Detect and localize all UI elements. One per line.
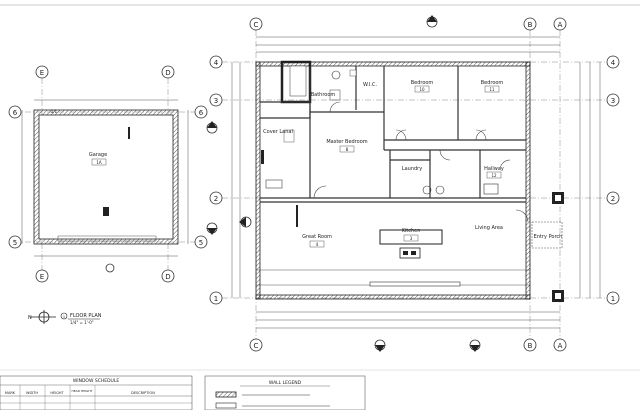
living-area-label: Living Area [475,225,503,231]
garage-number: 1A [96,160,102,165]
wall-legend-swatch-1 [215,391,237,398]
kitchen-label: Kitchen [402,228,421,234]
grid-bubble-B-bottom: B [528,342,533,350]
grid-bubble-D-bottom: D [165,273,170,281]
ws-header-width: WIDTH [26,391,38,395]
grid-bubble-4-left: 4 [214,59,219,67]
kitchen-number: 3 [410,236,413,241]
svg-text:1/1: 1/1 [51,109,58,114]
house-grid-bubbles: C B A C B A 4 3 2 1 4 3 2 1 [209,15,620,352]
grid-bubble-5-left: 5 [13,239,17,247]
grid-bubble-3-left: 3 [214,97,218,105]
garage-name: Garage [89,152,107,158]
laundry-label: Laundry [402,166,422,172]
hallway-label: Hallway [484,166,504,172]
north-label: N [28,315,32,321]
grid-bubble-1-left: 1 [214,295,218,303]
grid-bubble-D-top: D [165,69,170,77]
house-exterior-walls [255,60,531,300]
door-swings [289,65,529,223]
ws-header-description: DESCRIPTION [131,391,155,395]
grid-bubble-1-right: 1 [611,295,615,303]
grid-bubble-C-bottom: C [254,342,259,350]
garage-post [103,207,109,216]
grid-bubble-2-right: 2 [611,195,615,203]
grid-bubble-6-left: 6 [13,109,18,117]
house-interior-walls [260,66,526,227]
entry-porch [531,192,564,302]
great-room-label: Great Room [302,234,332,240]
grid-bubble-4-right: 4 [611,59,616,67]
grid-bubble-5-right: 5 [199,239,203,247]
bedroom-2-label: Bedroom [481,80,504,86]
grid-bubble-2-left: 2 [214,195,218,203]
grid-bubble-A-top: A [558,21,563,29]
bedroom-2-number: 11 [489,87,495,92]
grid-bubble-6-right: 6 [199,109,204,117]
grid-bubble-3-right: 3 [611,97,615,105]
garage-plan: Garage 1A 1/1 [14,78,200,270]
floor-plan-title-block: N 1 FLOOR PLAN 1/4" = 1'-0" [28,310,102,325]
ws-header-head-height: HEAD HEIGHT [72,389,93,393]
wall-legend-title: WALL LEGEND [269,380,302,386]
bathroom-label: Bathroom [311,92,336,98]
floor-plan-scale: 1/4" = 1'-0" [70,320,94,325]
ws-header-mark: MARK [5,391,16,395]
grid-bubble-B-top: B [528,21,533,29]
room-labels: Bathroom W.I.C. Bedroom 10 Bedroom 11 Co… [263,80,563,248]
grid-bubble-E-top: E [40,69,44,77]
garage-door [57,235,157,242]
great-room-number: 4 [316,242,319,247]
grid-bubble-E-bottom: E [40,273,44,281]
cover-lanai-label: Cover Lanai [263,129,293,135]
master-bedroom-label: Master Bedroom [326,139,367,145]
master-bedroom-number: 8 [346,147,349,152]
hallway-number: 12 [491,173,497,178]
ws-header-height: HEIGHT [50,391,64,395]
garage-grid-bubbles: E D E D 6 6 5 5 [8,65,218,283]
wall-legend-swatch-2 [215,402,237,409]
window-schedule-table: WINDOW SCHEDULE MARK WIDTH HEIGHT HEAD H… [0,375,193,410]
window-schedule-title: WINDOW SCHEDULE [73,378,120,384]
wall-legend: WALL LEGEND [204,375,366,410]
entry-porch-label: Entry Porch [534,234,563,240]
grid-bubble-C-top: C [254,21,259,29]
wic-label: W.I.C. [363,82,378,88]
grid-bubble-A-bottom: A [558,342,563,350]
bedroom-1-number: 10 [419,87,425,92]
floor-plan-number: 1 [63,315,65,319]
toilet-fixture [331,70,341,80]
floor-plan-title: FLOOR PLAN [70,313,102,319]
bedroom-1-label: Bedroom [411,80,434,86]
